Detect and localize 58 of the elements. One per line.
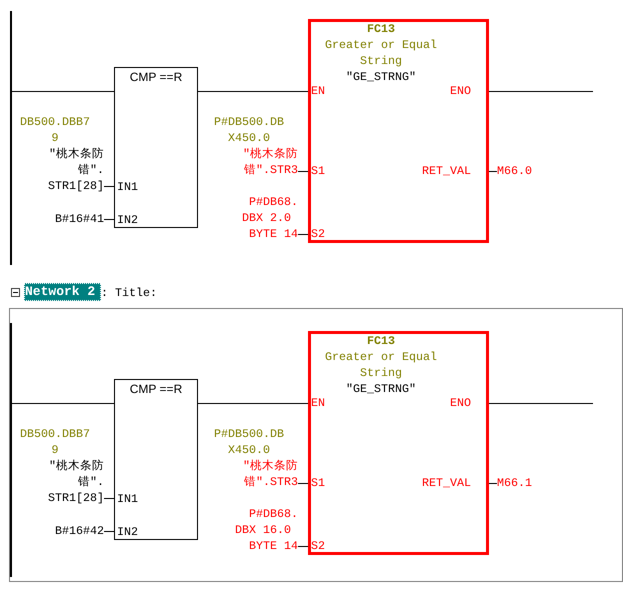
pin-label: RET_VAL [422,477,471,489]
connector-line [104,186,114,187]
connector-line [104,219,114,220]
operand-address: P#DB500.DBX450.0 [213,426,285,458]
block-description: Greater or Equal String [324,349,438,381]
pin-label: EN [311,85,325,97]
connector-line [298,234,308,235]
connector-line [104,531,114,532]
operand-pointer: P#DB68.DBX 16.0 BYTE 14 [234,506,298,554]
connector-line [12,91,114,92]
function-block [308,19,489,243]
network-label: Network 2 [24,283,101,301]
block-title: CMP ==R [128,381,184,397]
connector-line [198,91,308,92]
connector-line [198,403,308,404]
connector-line [488,91,594,92]
operand-address: P#DB500.DBX450.0 [213,114,285,146]
connector-line [298,483,308,484]
operand-output: M66.0 [497,163,533,179]
connector-line [298,171,308,172]
pin-label: IN1 [117,181,138,193]
operand-symbol: "桃木条防错".STR3 [242,458,298,490]
pin-label: IN2 [117,526,138,538]
connector-line [488,483,498,484]
pin-label: S2 [311,228,325,240]
operand-symbol: "桃木条防错".STR1[28] [47,458,104,506]
connector-line [298,546,308,547]
pin-label: IN1 [117,493,138,505]
comparator-block [114,67,198,228]
block-description: Greater or Equal String [324,37,438,69]
pin-label: S1 [311,477,325,489]
block-number: FC13 [366,22,396,37]
block-number: FC13 [366,334,396,349]
operand-output: M66.1 [497,475,533,491]
pin-label: ENO [450,85,471,97]
operand-address: DB500.DBB79 [19,114,91,146]
pin-label: IN2 [117,214,138,226]
operand-constant: B#16#42 [54,523,104,539]
comparator-block [114,379,198,540]
block-symbol: "GE_STRNG" [345,69,417,85]
pin-label: RET_VAL [422,165,471,177]
operand-pointer: P#DB68.DBX 2.0 BYTE 14 [241,194,298,242]
pin-label: S1 [311,165,325,177]
connector-line [104,498,114,499]
operand-symbol: "桃木条防错".STR3 [242,146,298,178]
connector-line [12,403,114,404]
pin-label: ENO [450,397,471,409]
pin-label: EN [311,397,325,409]
operand-address: DB500.DBB79 [19,426,91,458]
operand-symbol: "桃木条防错".STR1[28] [47,146,104,194]
operand-constant: B#16#41 [54,211,104,227]
network-title: : Title: [101,285,157,301]
connector-line [488,403,594,404]
pin-label: S2 [311,540,325,552]
block-symbol: "GE_STRNG" [345,381,417,397]
block-title: CMP ==R [128,69,184,85]
connector-line [488,171,498,172]
function-block [308,331,489,555]
